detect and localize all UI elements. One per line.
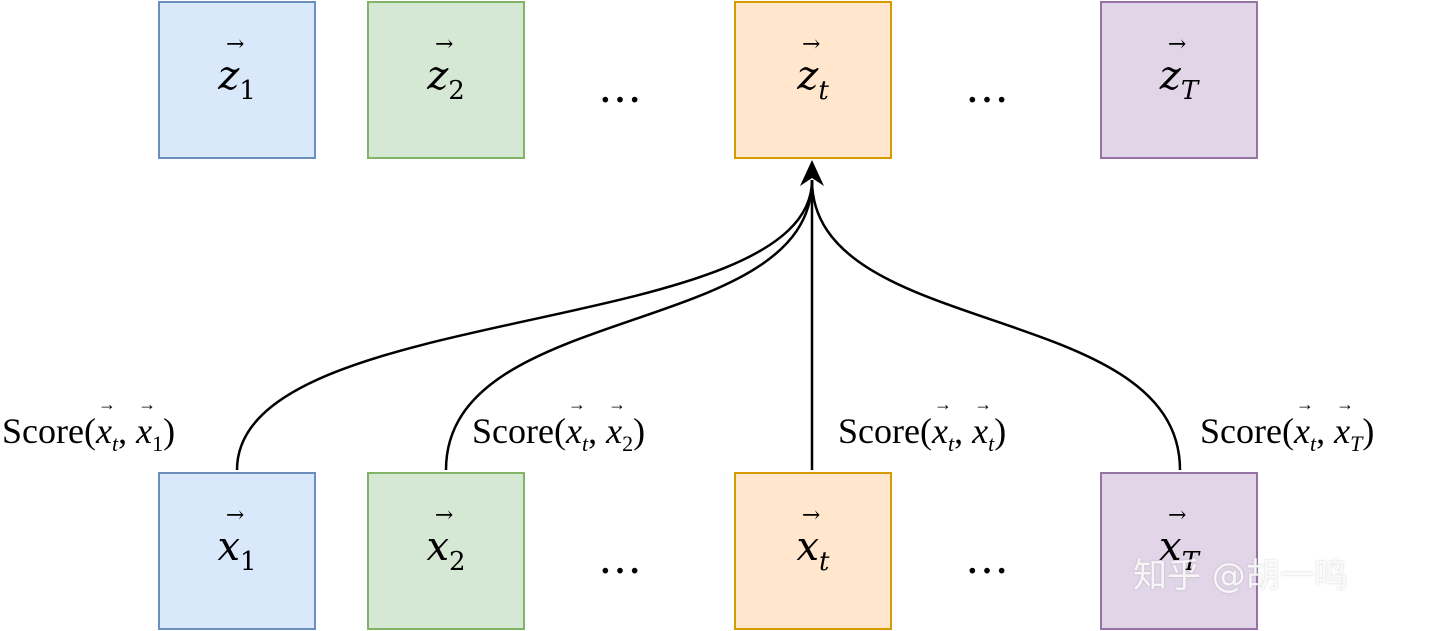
score-label-1: Score(→xt, →x1) [2, 394, 176, 456]
bottom-ellipsis-2: … [965, 533, 1015, 584]
z2-label: →z2 [427, 32, 465, 106]
top-ellipsis-1: … [598, 62, 648, 113]
curve-x1-to-zt [235, 179, 814, 471]
top-ellipsis-2: … [965, 62, 1015, 113]
watermark: 知乎 @胡一鸣 [1133, 556, 1348, 596]
xT-label: →xT [1159, 503, 1199, 577]
curve-xT-to-zt [810, 179, 1182, 471]
xT-box: →xT [1100, 472, 1258, 630]
bottom-ellipsis-1: … [598, 533, 648, 584]
x1-box: →x1 [158, 472, 316, 630]
arrowhead [800, 160, 824, 186]
zt-label: →zt [797, 32, 829, 106]
x1-label: →x1 [217, 503, 257, 577]
score-label-t: Score(→xt, →xt) [838, 394, 1007, 456]
curve-x2-to-zt [444, 179, 814, 471]
xt-box: →xt [734, 472, 892, 630]
z2-box: →z2 [367, 1, 525, 159]
score-label-T: Score(→xt, →xT) [1200, 394, 1375, 456]
xt-label: →xt [796, 503, 830, 577]
x2-label: →x2 [426, 503, 466, 577]
z1-box: →z1 [158, 1, 316, 159]
x2-box: →x2 [367, 472, 525, 630]
zT-box: →zT [1100, 1, 1258, 159]
zt-box: →zt [734, 1, 892, 159]
score-label-2: Score(→xt, →x2) [472, 394, 646, 456]
zT-label: →zT [1159, 32, 1199, 106]
z1-label: →z1 [218, 32, 256, 106]
